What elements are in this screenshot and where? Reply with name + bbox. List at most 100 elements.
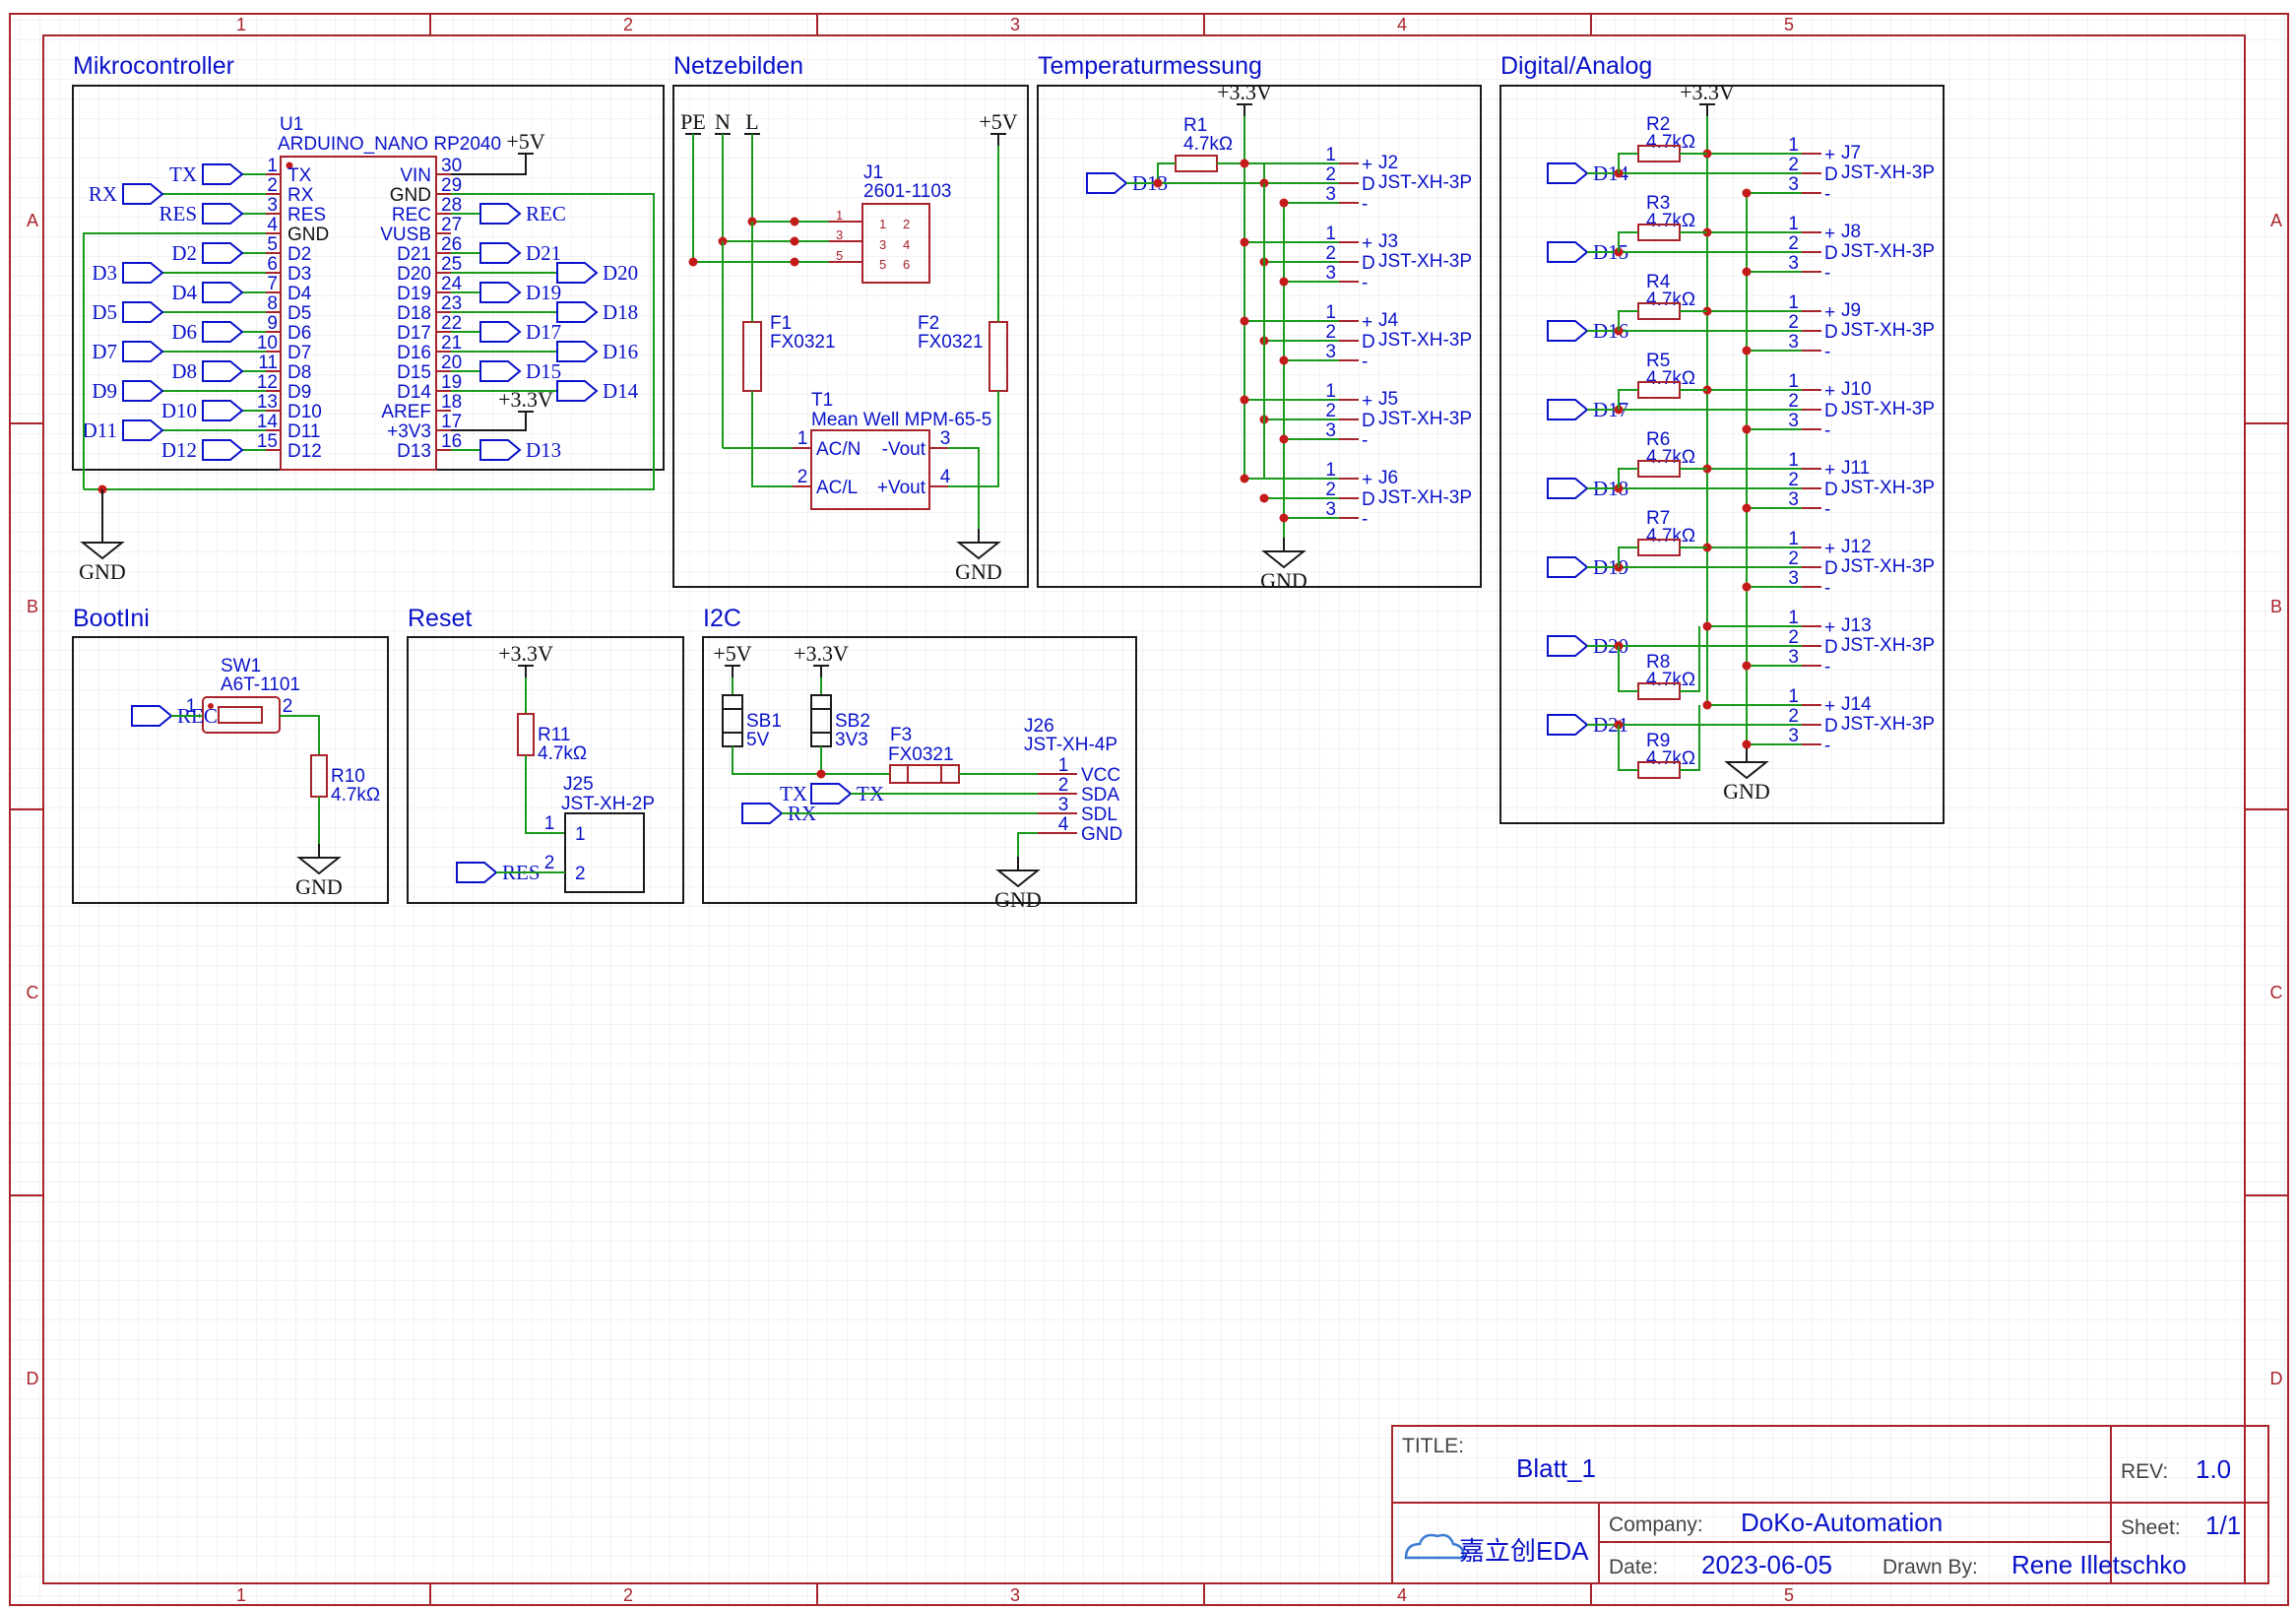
junction-dot	[1279, 277, 1289, 287]
pin-name: +	[1824, 617, 1835, 638]
row-label-left: A	[27, 211, 38, 230]
j1-pin-number: 6	[903, 257, 910, 272]
net-flag-d12-label: D12	[161, 438, 197, 462]
reset-power-label: +3.3V	[498, 641, 553, 666]
column-label-top: 3	[1010, 15, 1020, 34]
pin-number: 3	[1788, 647, 1799, 668]
pin-number: 2	[1325, 164, 1336, 185]
row-label-left: C	[27, 983, 39, 1002]
net-flag-d10	[202, 400, 244, 421]
pin-name: D	[1362, 253, 1375, 274]
pin-name: -	[1362, 194, 1368, 215]
pin-name: RES	[287, 205, 326, 225]
junction-dot	[816, 769, 826, 779]
net-flag-d6-label: D6	[171, 320, 197, 344]
pin-name: +3V3	[387, 421, 431, 442]
pin-name: D5	[287, 303, 311, 324]
f3-designator: F3	[890, 725, 912, 745]
boot-gnd-label: GND	[295, 874, 343, 899]
j25-value: JST-XH-2P	[561, 794, 655, 814]
column-label-bottom: 4	[1397, 1585, 1407, 1605]
gnd-symbol	[956, 542, 1001, 560]
pin-name: -	[1824, 736, 1830, 756]
section-title: Temperaturmessung	[1038, 52, 1262, 80]
resistor-value: 4.7kΩ	[1646, 211, 1695, 231]
pin-name: +	[1362, 391, 1372, 412]
pin-number: 1	[1788, 608, 1799, 628]
junction-dot	[1742, 582, 1752, 592]
pin-name: -	[1362, 509, 1368, 530]
dig-connector-value: JST-XH-3P	[1841, 714, 1935, 735]
sb1-designator: SB1	[746, 711, 782, 732]
net-flag-d13-label: D13	[526, 438, 561, 462]
j26-pin-number: 2	[1058, 775, 1069, 796]
junction-dot	[1279, 355, 1289, 365]
junction-dot	[1702, 621, 1712, 631]
pin-number: 1	[1325, 381, 1336, 402]
t1-pin-number: 2	[797, 467, 808, 487]
v33-power-label: +3.3V	[498, 387, 553, 412]
net-flag-d18	[1547, 478, 1589, 499]
net-flag-d11	[122, 419, 164, 441]
cloud-icon	[1404, 1533, 1465, 1560]
pin-number: 2	[1788, 627, 1799, 648]
section-title: Netzebilden	[673, 52, 803, 80]
junction-dot	[1153, 178, 1163, 188]
pin-number: 1	[1788, 450, 1799, 471]
j25-pin-number: 1	[544, 813, 555, 834]
pin-number: 4	[267, 215, 278, 235]
junction-dot	[1742, 503, 1752, 513]
pin-name: -	[1824, 657, 1830, 677]
wire	[1618, 547, 1638, 567]
j1-pin-number: 1	[836, 208, 843, 223]
row-label-left: B	[27, 597, 38, 616]
gnd-symbol	[1724, 761, 1769, 780]
pin-number: 18	[441, 392, 462, 413]
dig-connector-designator: J11	[1841, 458, 1870, 479]
pin-number: 3	[1788, 174, 1799, 195]
resistor-designator: R9	[1646, 731, 1670, 751]
pin-name: D19	[397, 284, 431, 304]
net-flag-d21	[1547, 714, 1589, 736]
r11-value: 4.7kΩ	[538, 743, 587, 764]
junction-dot	[790, 217, 799, 226]
pin-name: D10	[287, 402, 322, 422]
net-flag-d3	[122, 262, 164, 284]
gnd-symbol	[1261, 550, 1307, 569]
column-label-top: 1	[236, 15, 246, 34]
pin-name: D13	[397, 441, 431, 462]
net-flag-rec-label: REC	[526, 202, 566, 225]
net-flag-d8-label: D8	[171, 359, 197, 383]
pin-name: D4	[287, 284, 312, 304]
pin-name: D	[1824, 480, 1838, 500]
pin-number: 1	[267, 156, 278, 176]
t1-body	[810, 429, 930, 510]
j26-pin-name: SDA	[1081, 785, 1119, 805]
net-flag-d20	[1547, 635, 1589, 657]
resistor-value: 4.7kΩ	[1646, 670, 1695, 690]
pin-name: D	[1362, 411, 1375, 431]
temp-connector-value: JST-XH-3P	[1378, 409, 1472, 429]
j26-pin-number: 1	[1058, 755, 1069, 776]
net-flag-tx	[202, 163, 244, 185]
pin-name: D3	[287, 264, 311, 285]
dig-connector-designator: J12	[1841, 537, 1872, 557]
j26-pin-number: 4	[1058, 814, 1069, 835]
junction-dot	[1240, 316, 1249, 326]
wire	[948, 391, 999, 487]
dig-connector-designator: J7	[1841, 143, 1861, 163]
pin-number: 1	[1325, 302, 1336, 323]
pin-number: 13	[257, 392, 278, 413]
temp-connector-value: JST-XH-3P	[1378, 172, 1472, 193]
pin-number: 8	[267, 293, 278, 314]
pin-name: -	[1824, 342, 1830, 362]
pin-number: 2	[1788, 155, 1799, 175]
pin-name: D	[1824, 164, 1838, 185]
pin-number: 1	[1788, 214, 1799, 234]
pin-number: 3	[1788, 726, 1799, 746]
j26-pin-name: VCC	[1081, 765, 1120, 786]
pin-name: +	[1824, 145, 1835, 165]
wire	[1618, 646, 1638, 692]
